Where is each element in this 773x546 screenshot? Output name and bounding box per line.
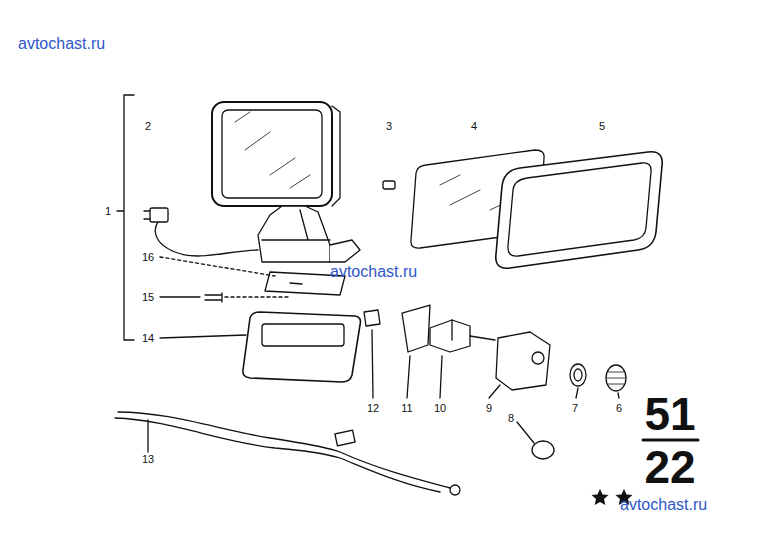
section-number: 51: [644, 391, 695, 437]
callout-number: 7: [572, 403, 578, 414]
watermark: avtochast.ru: [620, 497, 707, 513]
callout-number: 10: [434, 403, 446, 414]
callout-number: 5: [599, 121, 605, 132]
callout-number: 3: [386, 121, 392, 132]
callout-number: 8: [508, 413, 514, 424]
callout-number: 14: [142, 333, 154, 344]
callout-number: 13: [142, 454, 154, 465]
section-number: 22: [644, 444, 695, 490]
callout-number: 2: [145, 121, 151, 132]
watermark: avtochast.ru: [330, 264, 417, 280]
callout-number: 15: [142, 292, 154, 303]
callout-number: 11: [401, 403, 412, 414]
callout-number: 16: [142, 252, 154, 263]
callout-number: 6: [616, 403, 622, 414]
callout-number: 4: [471, 121, 477, 132]
callout-number: 12: [367, 403, 379, 414]
callout-number: 1: [105, 206, 111, 217]
callout-number: 9: [486, 403, 492, 414]
watermark: avtochast.ru: [18, 36, 105, 52]
